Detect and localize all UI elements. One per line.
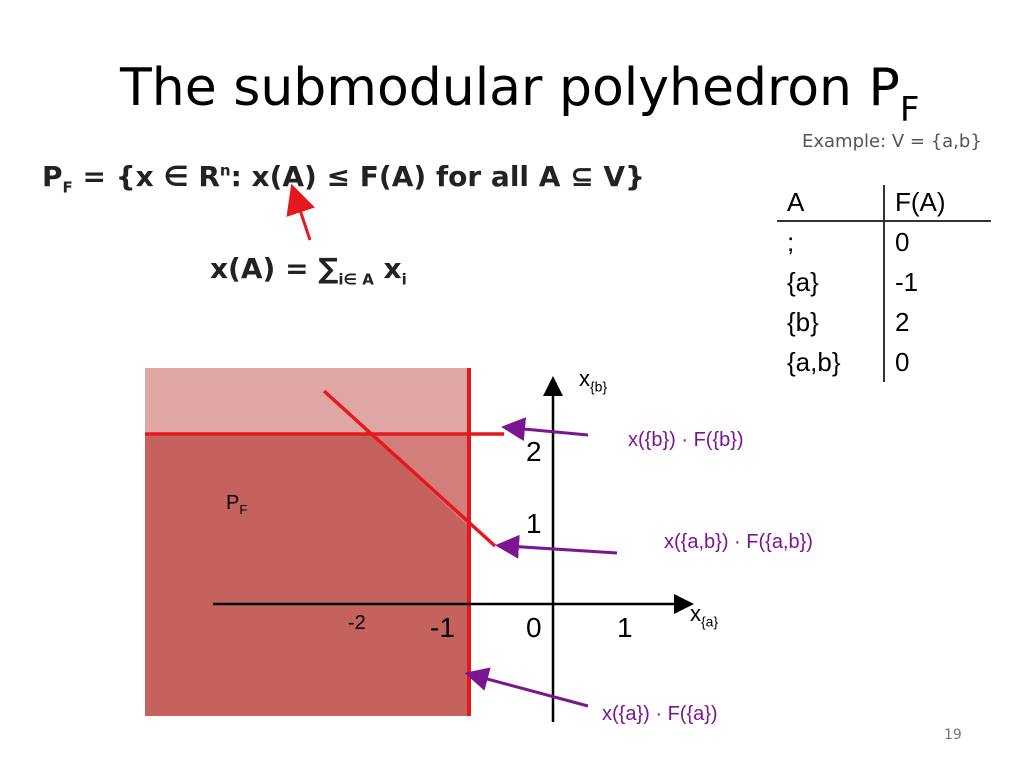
constraint-line-ab (322, 389, 497, 548)
sum-definition: x(A) = ∑i∈ A xi (210, 252, 407, 289)
x-axis-label-main: x (690, 601, 701, 626)
def-p: P (42, 160, 63, 193)
x-tick-label: 0 (526, 612, 542, 643)
definition-pointer-arrow (286, 183, 315, 241)
sum-sub: i∈ A (338, 270, 374, 289)
annotation-arrow-ab (495, 534, 618, 559)
y-axis-label-sub: {b} (590, 378, 608, 395)
x-tick-label: -2 (348, 612, 366, 634)
region-label: PF (226, 492, 247, 517)
annotation-arrow-a (464, 667, 589, 708)
table-row: ;0 (777, 221, 991, 262)
sum-x: x (373, 252, 402, 285)
y-axis-label-main: x (579, 366, 590, 391)
slide-title: The submodular polyhedron PF (120, 58, 919, 130)
annotation-b: x({b}) · F({b}) (628, 429, 744, 451)
region-label-main: P (226, 492, 240, 514)
example-caption: Example: V = {a,b} (802, 131, 982, 152)
table-cell: {a,b} (777, 342, 885, 382)
table-header-a: A (777, 185, 885, 222)
table-cell: {a} (777, 262, 885, 302)
y-tick-label: 1 (526, 508, 542, 539)
table-row: {a} -1 (777, 262, 991, 302)
y-tick-label: 2 (526, 436, 542, 467)
def-n-sup: n (219, 161, 231, 180)
table-cell: ; (777, 221, 885, 262)
table-cell: -1 (895, 267, 919, 297)
function-table: A F(A) ;0 {a}-1 {b}2 {a,b}0 (777, 185, 991, 382)
annotation-ab: x({a,b}) · F({a,b}) (664, 531, 813, 553)
annotation-a: x({a}) · F({a}) (602, 703, 718, 725)
table-cell: 0 (895, 347, 910, 377)
table-cell: {b} (777, 302, 885, 342)
y-axis-label: x{b} (579, 366, 607, 394)
table-row: {b} 2 (777, 302, 991, 342)
region-light-fill (145, 368, 469, 435)
table-header-row: A F(A) (777, 185, 991, 222)
slide-title-main: The submodular polyhedron P (120, 58, 900, 118)
x-axis-label: x{a} (690, 601, 718, 629)
table-header-fa: F(A) (884, 185, 991, 222)
table-cell: 2 (895, 307, 910, 337)
def-p-sub: F (62, 178, 73, 197)
def-eq-open: = {x ∈ R (72, 160, 220, 193)
table-row: {a,b} 0 (777, 342, 991, 382)
sum-lhs: x(A) = ∑ (210, 252, 339, 285)
annotation-arrow-b (501, 417, 589, 442)
x-tick-label: 1 (617, 612, 633, 643)
x-tick-label: -1 (430, 612, 455, 643)
table-cell: 0 (895, 227, 910, 257)
page-number: 19 (944, 727, 962, 743)
slide-title-subscript: F (899, 90, 920, 130)
region-label-sub: F (239, 502, 248, 517)
sum-i: i (401, 270, 407, 289)
region-fill (145, 434, 469, 716)
x-axis-label-sub: {a} (701, 613, 719, 630)
